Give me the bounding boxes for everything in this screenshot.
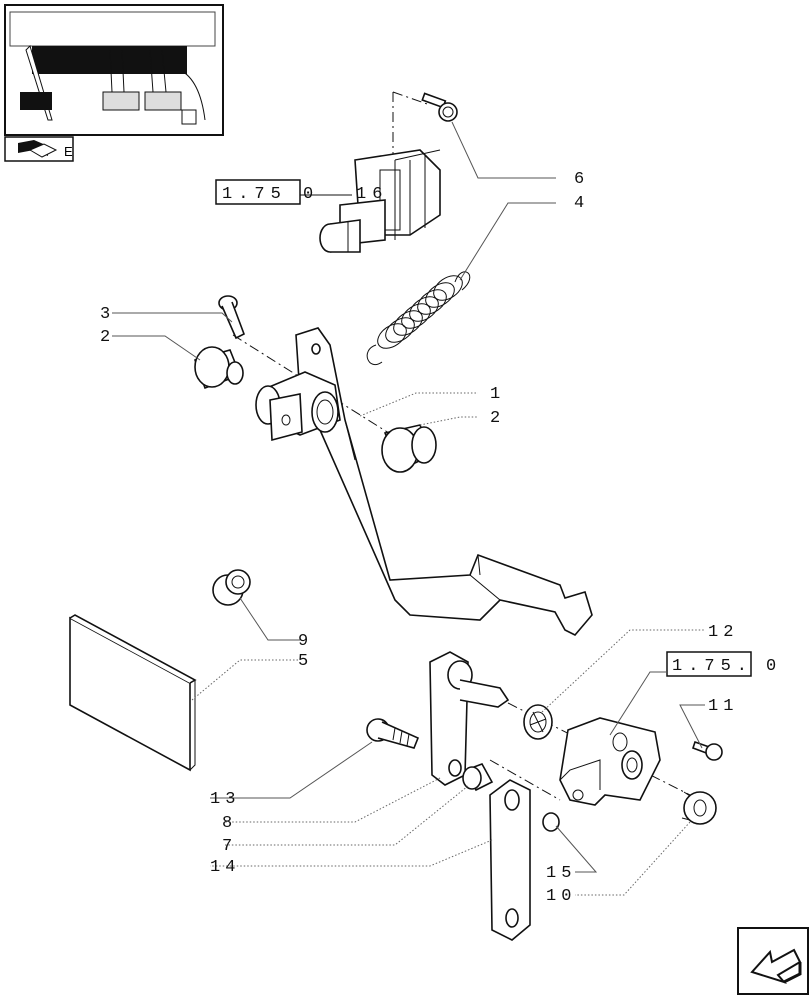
next-page-arrow-icon[interactable] — [737, 927, 809, 995]
callout-8: 8 — [222, 814, 237, 833]
callout-11: 11 — [708, 697, 738, 716]
callout-15: 15 — [546, 864, 576, 883]
callout-3: 3 — [100, 305, 115, 324]
link-lever-part-8 — [429, 651, 510, 786]
book-icon[interactable]: E — [4, 136, 74, 162]
callout-14: 14 — [210, 858, 240, 877]
reference-top-text: 1.75 0 — [222, 185, 319, 204]
bushing-left — [193, 346, 244, 390]
screw-part-11 — [691, 740, 723, 761]
callout-10: 10 — [546, 887, 576, 906]
bolt-part-6 — [421, 92, 458, 122]
callout-12: 12 — [708, 623, 738, 642]
reference-box-right[interactable]: 1.75. 0 — [666, 651, 782, 677]
reference-right-text: 1.75. — [672, 657, 753, 676]
clip-part-10 — [681, 791, 717, 825]
return-spring — [366, 271, 471, 365]
bolt-part-3 — [218, 295, 246, 340]
clutch-pedal-lever — [255, 327, 593, 636]
switch-bracket — [559, 717, 661, 806]
reference-right-suffix: 0 — [766, 657, 782, 676]
leader-lines — [112, 121, 705, 896]
callout-labels: 6 4 3 2 1 2 9 5 12 11 13 8 7 14 15 10 — [100, 170, 738, 906]
reference-top-suffix: 16 — [356, 185, 388, 204]
callout-13: 13 — [210, 790, 240, 809]
callout-6: 6 — [574, 170, 589, 189]
bushing-right — [381, 424, 437, 473]
reference-box-top[interactable]: 1.75 0 16 — [215, 179, 388, 205]
thumbnail-inset[interactable] — [4, 4, 224, 136]
callout-1: 1 — [490, 385, 505, 404]
callout-2-left: 2 — [100, 328, 115, 347]
callout-9: 9 — [298, 632, 313, 651]
bushing-part-7 — [462, 763, 494, 792]
thumbnail-corner-label: E — [64, 144, 73, 159]
callout-7: 7 — [222, 837, 237, 856]
bolt-part-13 — [366, 718, 420, 749]
nut-part-12 — [523, 704, 553, 740]
bushing-part-15 — [542, 812, 560, 832]
callout-5: 5 — [298, 652, 313, 671]
link-rod-part-14 — [489, 779, 531, 941]
rubber-pad-part-9 — [212, 569, 251, 606]
pedal-plate-part-5 — [69, 614, 197, 772]
stop-switch — [319, 149, 441, 253]
callout-4: 4 — [574, 194, 589, 213]
callout-2-right: 2 — [490, 409, 505, 428]
